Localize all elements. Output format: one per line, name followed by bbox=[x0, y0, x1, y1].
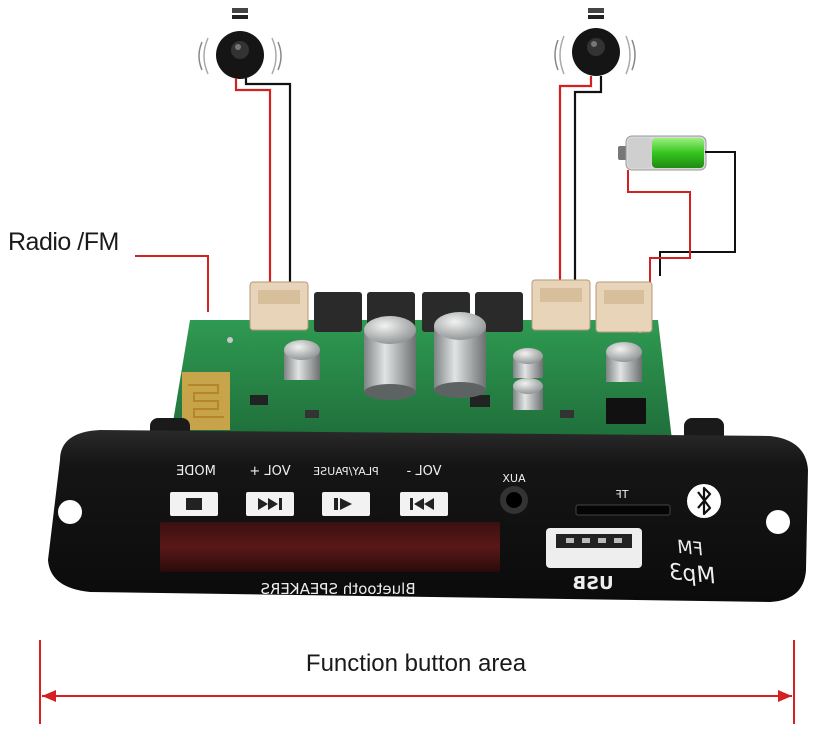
left-speaker-icon bbox=[198, 8, 282, 79]
battery-icon bbox=[618, 135, 707, 171]
pcb-board bbox=[170, 320, 672, 440]
vol-up-button[interactable] bbox=[246, 492, 294, 516]
capacitors bbox=[284, 312, 642, 410]
right-speaker-icon bbox=[554, 8, 636, 76]
play-pause-button[interactable] bbox=[322, 492, 370, 516]
vol-down-button[interactable] bbox=[400, 492, 448, 516]
function-area-dimension bbox=[39, 640, 795, 724]
usb-label: USB bbox=[572, 573, 613, 594]
display-caption: Bluetooth SPEAKERS bbox=[260, 580, 415, 598]
play-pause-button-label: PLAY/PAUSE bbox=[313, 465, 379, 478]
brand-fm: FM bbox=[676, 537, 704, 561]
aux-jack[interactable] bbox=[500, 486, 528, 514]
mode-button-label: MODE bbox=[176, 464, 216, 479]
connectors bbox=[249, 279, 653, 333]
bluetooth-icon bbox=[687, 484, 721, 518]
vol-down-button-label: VOL - bbox=[406, 464, 441, 479]
front-panel: MODE VOL + PLAY/PAUSE VOL - AUX TF bbox=[48, 418, 808, 602]
vol-up-button-label: VOL + bbox=[249, 464, 290, 479]
lcd-display bbox=[160, 522, 500, 572]
brand-mp3: Mp3 bbox=[667, 560, 716, 590]
usb-port[interactable] bbox=[546, 528, 642, 568]
tf-label: TF bbox=[615, 488, 629, 501]
function-area-label: Function button area bbox=[305, 650, 527, 677]
radio-fm-label: Radio /FM bbox=[8, 228, 119, 256]
aux-label: AUX bbox=[502, 472, 526, 485]
tf-card-slot[interactable] bbox=[575, 504, 671, 516]
mode-button[interactable] bbox=[170, 492, 218, 516]
